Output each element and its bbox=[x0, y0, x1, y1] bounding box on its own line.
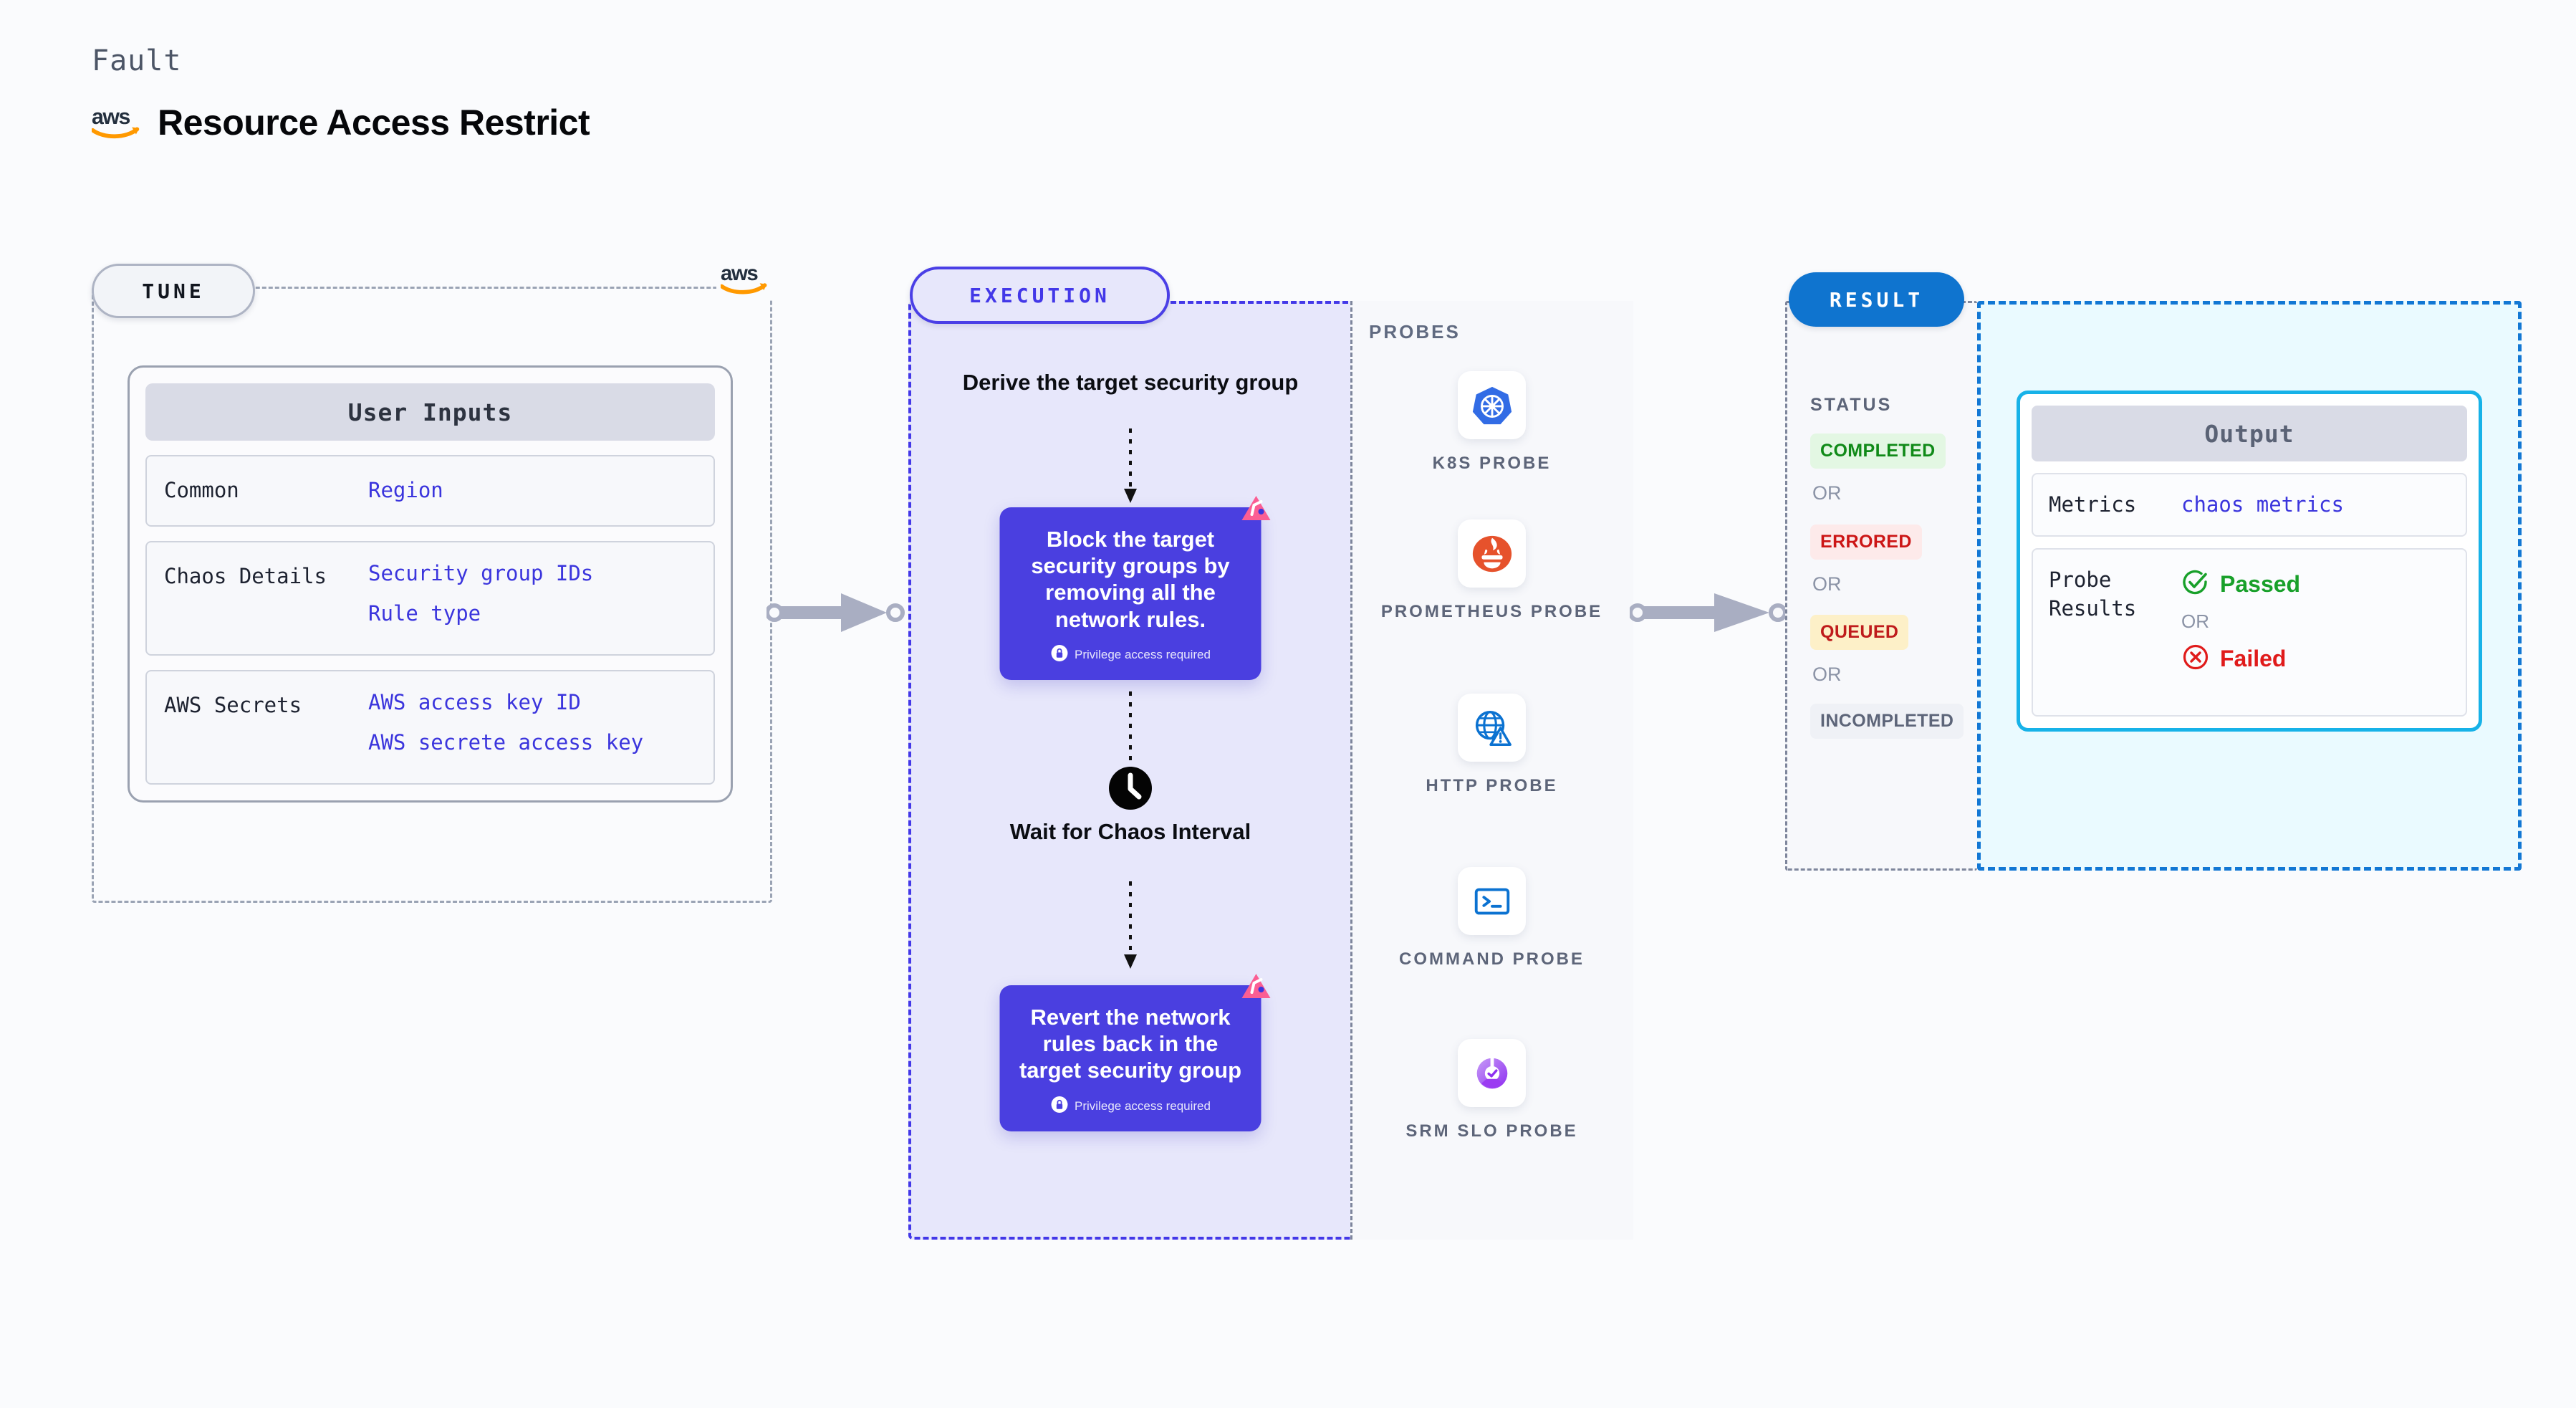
row-value: AWS access key ID bbox=[368, 689, 581, 714]
privilege-text: Privilege access required bbox=[1075, 647, 1211, 661]
output-card: Output Metrics chaos metrics Probe Resul… bbox=[2017, 391, 2482, 732]
status-badge-queued: QUEUED bbox=[1810, 615, 1909, 650]
user-inputs-card: User Inputs Common Region Chaos Details … bbox=[128, 365, 733, 803]
status-or-label: OR bbox=[1812, 573, 1842, 595]
litmus-chaos-icon bbox=[1240, 493, 1273, 530]
tune-aws-logo-icon: aws bbox=[716, 262, 775, 300]
probe-item-k8s[interactable]: K8S PROBE bbox=[1350, 371, 1633, 475]
prometheus-icon bbox=[1458, 519, 1526, 588]
row-value: Rule type bbox=[368, 601, 481, 626]
flow-arrow-icon bbox=[1120, 881, 1141, 977]
probe-label: HTTP PROBE bbox=[1426, 776, 1558, 795]
probe-item-srm-slo[interactable]: SRM SLO PROBE bbox=[1350, 1039, 1633, 1143]
probe-label: K8S PROBE bbox=[1432, 454, 1552, 473]
fault-eyebrow: Fault bbox=[92, 44, 182, 77]
user-inputs-row: Chaos Details Security group IDs Rule ty… bbox=[145, 540, 715, 656]
page-title-row: aws Resource Access Restrict bbox=[92, 102, 590, 143]
status-or-label: OR bbox=[1812, 482, 1842, 504]
execution-flow: Derive the target security group Block t… bbox=[908, 301, 1352, 1240]
privilege-row: Privilege access required bbox=[1016, 1096, 1246, 1117]
output-card-header: Output bbox=[2032, 406, 2467, 461]
tune-panel bbox=[92, 287, 772, 903]
output-row-label: Probe Results bbox=[2049, 567, 2137, 621]
svg-text:aws: aws bbox=[721, 262, 758, 285]
flow-step-derive-target: Derive the target security group bbox=[962, 370, 1299, 395]
svg-text:aws: aws bbox=[92, 105, 130, 129]
terminal-icon bbox=[1458, 867, 1526, 935]
lock-icon bbox=[1050, 1096, 1068, 1117]
row-value: Security group IDs bbox=[368, 560, 594, 585]
output-row-metrics: Metrics chaos metrics bbox=[2032, 473, 2467, 537]
page-title: Resource Access Restrict bbox=[158, 102, 590, 143]
clock-icon bbox=[1109, 767, 1152, 810]
output-row-value: chaos metrics bbox=[2181, 492, 2344, 517]
flow-step-block-security-groups[interactable]: Block the target security groups by remo… bbox=[999, 496, 1271, 680]
probe-result-failed: Failed bbox=[2181, 643, 2300, 675]
status-badge-incompleted: INCOMPLETED bbox=[1810, 704, 1964, 739]
flow-step-revert-rules[interactable]: Revert the network rules back in the tar… bbox=[999, 974, 1271, 1131]
probe-result-passed: Passed bbox=[2181, 568, 2300, 600]
user-inputs-header: User Inputs bbox=[145, 383, 715, 441]
card-title: Block the target security groups by remo… bbox=[1031, 527, 1230, 632]
flow-arrow-icon bbox=[1120, 428, 1141, 511]
aws-logo-icon: aws bbox=[92, 105, 143, 140]
probe-result-passed-label: Passed bbox=[2220, 570, 2301, 597]
probe-result-failed-label: Failed bbox=[2220, 645, 2287, 671]
user-inputs-row: AWS Secrets AWS access key ID AWS secret… bbox=[145, 669, 715, 785]
kubernetes-icon bbox=[1458, 371, 1526, 439]
probe-item-http[interactable]: HTTP PROBE bbox=[1350, 694, 1633, 798]
status-or-label: OR bbox=[1812, 664, 1842, 685]
execution-pill-badge[interactable]: EXECUTION bbox=[910, 267, 1170, 324]
output-row-probe-results: Probe Results Passed OR bbox=[2032, 547, 2467, 717]
card-title: Revert the network rules back in the tar… bbox=[1019, 1005, 1242, 1083]
privilege-row: Privilege access required bbox=[1016, 644, 1246, 666]
srm-slo-icon bbox=[1458, 1039, 1526, 1107]
row-label: Chaos Details bbox=[164, 563, 327, 588]
probe-label: SRM SLO PROBE bbox=[1405, 1121, 1578, 1141]
probe-result-or-label: OR bbox=[2181, 610, 2209, 632]
flow-step-wait-label: Wait for Chaos Interval bbox=[1009, 819, 1251, 844]
probe-item-command[interactable]: COMMAND PROBE bbox=[1350, 867, 1633, 971]
page-header: Fault aws Resource Access Restrict bbox=[92, 44, 590, 143]
tune-pill-badge[interactable]: TUNE bbox=[92, 264, 255, 318]
probe-label: COMMAND PROBE bbox=[1399, 949, 1585, 969]
connector-execution-to-result bbox=[1628, 588, 1802, 641]
litmus-chaos-icon bbox=[1240, 971, 1273, 1007]
http-globe-warning-icon bbox=[1458, 694, 1526, 762]
output-row-label: Metrics bbox=[2049, 492, 2137, 517]
result-pill-badge[interactable]: RESULT bbox=[1789, 272, 1964, 327]
probe-item-prometheus[interactable]: PROMETHEUS PROBE bbox=[1350, 519, 1633, 623]
row-value: Region bbox=[368, 478, 443, 503]
connector-tune-to-execution bbox=[765, 588, 917, 641]
probe-label: PROMETHEUS PROBE bbox=[1380, 602, 1603, 621]
user-inputs-row: Common Region bbox=[145, 455, 715, 527]
status-badge-errored: ERRORED bbox=[1810, 525, 1922, 560]
status-title: STATUS bbox=[1810, 395, 1893, 415]
row-label: AWS Secrets bbox=[164, 692, 302, 717]
probes-title: PROBES bbox=[1369, 321, 1461, 343]
privilege-text: Privilege access required bbox=[1075, 1098, 1211, 1113]
result-status-panel bbox=[1785, 301, 1977, 871]
check-circle-icon bbox=[2181, 568, 2210, 600]
flow-step-wait-clock bbox=[1107, 765, 1153, 815]
x-circle-icon bbox=[2181, 643, 2210, 675]
status-badge-completed: COMPLETED bbox=[1810, 434, 1946, 469]
row-value: AWS secrete access key bbox=[368, 730, 644, 755]
lock-icon bbox=[1050, 644, 1068, 666]
row-label: Common bbox=[164, 478, 239, 502]
